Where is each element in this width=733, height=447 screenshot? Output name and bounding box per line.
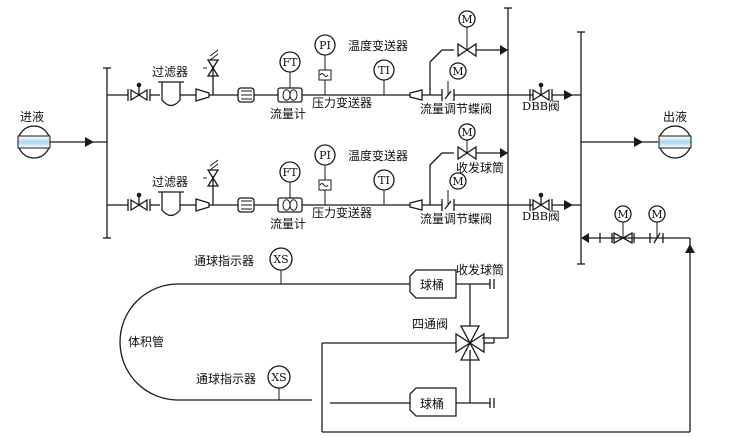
ball-barrel-bottom-label: 球桶 xyxy=(420,396,444,411)
svg-text:XS: XS xyxy=(273,253,288,266)
svg-text:TI: TI xyxy=(378,64,390,77)
temperature-transmitter-1-label: 温度变送器 xyxy=(348,38,408,53)
flowmeter-1-label: 流量计 xyxy=(270,107,306,121)
ball-indicator-2-label: 通球指示器 xyxy=(196,371,256,386)
mov-1 xyxy=(457,42,469,58)
outlet-header xyxy=(577,31,658,265)
ball-indicator-1-label: 通球指示器 xyxy=(194,253,254,268)
reducer-1 xyxy=(195,88,210,102)
motor-actuator-mov-2 xyxy=(458,123,476,141)
reducer-2 xyxy=(195,198,210,212)
svg-text:M: M xyxy=(651,208,662,221)
ball-indicator-1: XS xyxy=(269,247,293,284)
inlet-label: 进液 xyxy=(20,109,44,124)
dbb-valve-2 xyxy=(532,192,553,212)
filter-1 xyxy=(158,81,184,107)
svg-text:M: M xyxy=(452,175,463,188)
launcher-top-label: 收发球筒 xyxy=(456,160,504,175)
launcher-header xyxy=(482,7,512,339)
isolation-valve-1 xyxy=(127,82,151,102)
dbb-2-label: DBB阀 xyxy=(522,209,560,223)
motor-actuator-flow-2 xyxy=(449,172,467,190)
flow-transmitter-1 xyxy=(279,51,301,73)
inlet-arrow xyxy=(85,137,94,147)
isolation-valve-2 xyxy=(127,192,151,212)
svg-text:FT: FT xyxy=(283,166,299,179)
flow-conditioner-2 xyxy=(237,197,255,213)
svg-text:M: M xyxy=(461,126,472,139)
flowmeter-2-label: 流量计 xyxy=(270,217,306,231)
flow-control-butterfly-valve-1 xyxy=(441,81,455,101)
motor-actuator-mov-1 xyxy=(458,10,476,28)
flowmeter-2 xyxy=(277,197,303,213)
filter-2 xyxy=(158,191,184,217)
flow-control-butterfly-valve-2 xyxy=(441,190,455,211)
svg-text:FT: FT xyxy=(283,56,299,69)
motor-actuator-return-1 xyxy=(614,205,632,223)
volume-pipe: 体积管 xyxy=(119,283,410,401)
mov-2 xyxy=(457,145,469,161)
flowmeter-1 xyxy=(277,87,303,103)
flow-transmitter-2 xyxy=(279,161,301,183)
motor-actuator-return-2 xyxy=(648,205,666,223)
svg-text:PI: PI xyxy=(319,149,331,162)
meter-run-2: 过滤器 流量计 FT PI xyxy=(107,123,581,231)
meter-run-1: 过滤器 流量计 FT xyxy=(107,10,581,121)
reducer-out-1 xyxy=(409,89,423,101)
svg-text:TI: TI xyxy=(378,174,390,187)
ball-barrel-top-label: 球桶 xyxy=(420,277,444,292)
four-way-valve-label: 四通阀 xyxy=(412,317,448,331)
pressure-transmitter-1-label: 压力变送器 xyxy=(312,95,372,110)
svg-text:M: M xyxy=(452,65,463,78)
outlet-label: 出液 xyxy=(663,109,687,124)
inlet-symbol xyxy=(17,125,51,159)
outlet-symbol xyxy=(658,125,692,159)
dbb-1-label: DBB阀 xyxy=(522,99,560,113)
ball-barrel-bottom xyxy=(409,350,495,417)
pressure-transmitter-2-label: 压力变送器 xyxy=(312,205,372,220)
volume-pipe-label: 体积管 xyxy=(128,334,164,349)
svg-text:M: M xyxy=(617,208,628,221)
filter-1-label: 过滤器 xyxy=(152,65,188,79)
flow-valve-1-label: 流量调节蝶阀 xyxy=(420,101,492,116)
relief-valve-1 xyxy=(203,49,220,95)
svg-text:PI: PI xyxy=(319,39,331,52)
svg-text:XS: XS xyxy=(271,371,286,384)
return-line: M M xyxy=(321,205,695,433)
reducer-out-2 xyxy=(409,199,423,211)
flow-valve-2-label: 流量调节蝶阀 xyxy=(420,211,492,226)
ball-barrel-top xyxy=(409,269,495,326)
relief-valve-2 xyxy=(203,159,220,205)
filter-2-label: 过滤器 xyxy=(152,175,188,189)
motor-actuator-flow-1 xyxy=(449,62,467,80)
temperature-transmitter-2-label: 温度变送器 xyxy=(348,148,408,163)
ball-indicator-2: XS xyxy=(267,365,291,400)
flow-conditioner-1 xyxy=(237,87,255,103)
svg-text:M: M xyxy=(461,13,472,26)
four-way-valve xyxy=(455,325,495,361)
launcher-bottom-label: 收发球筒 xyxy=(456,262,504,277)
